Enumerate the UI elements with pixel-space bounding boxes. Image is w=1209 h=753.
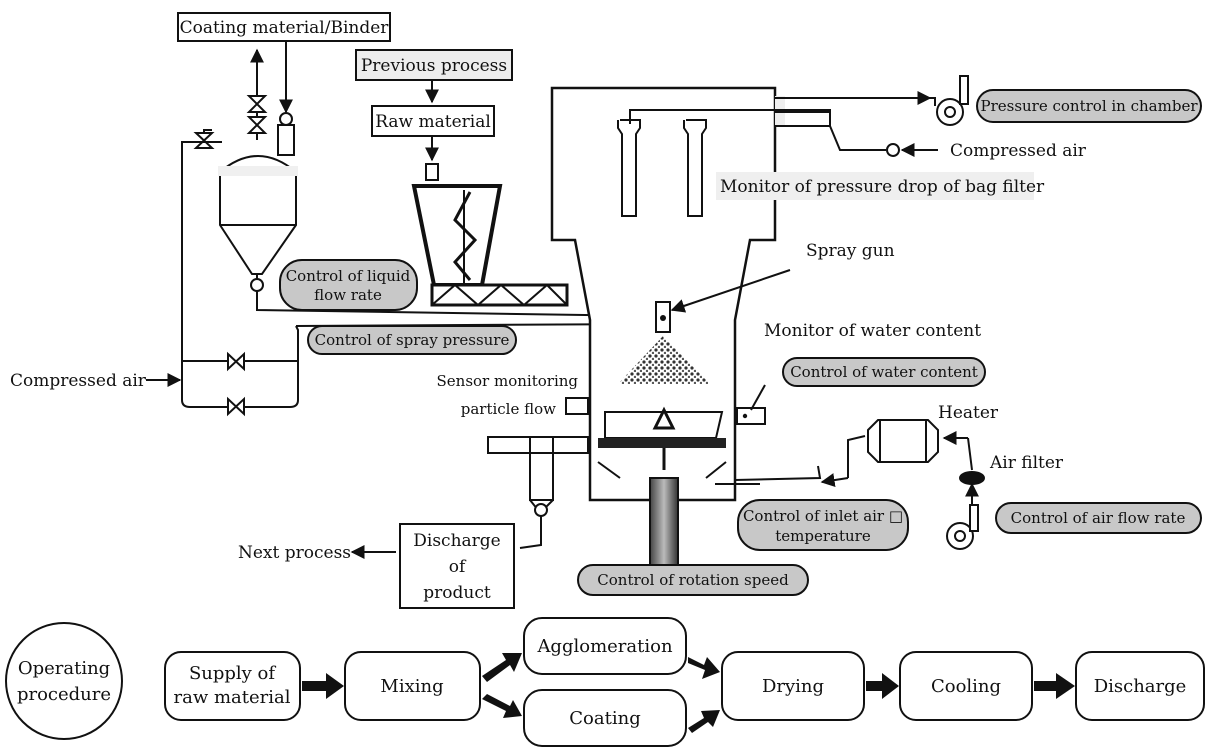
monitor-water-label: Monitor of water content bbox=[764, 321, 981, 341]
coating-tank bbox=[177, 12, 651, 317]
raw-material-hopper bbox=[355, 49, 569, 307]
step-supply-line2: raw material bbox=[174, 687, 291, 708]
coating-material-label: Coating material/Binder bbox=[180, 18, 390, 38]
pressure-control-text: Pressure control in chamber bbox=[980, 97, 1198, 115]
discharge-label-line1: Discharge bbox=[413, 531, 500, 551]
procedure-title-line1: Operating bbox=[18, 658, 110, 679]
liquid-flow-text-1: Control of liquid bbox=[286, 267, 411, 285]
procedure-title-line2: procedure bbox=[17, 684, 111, 705]
compressed-air-left-label: Compressed air bbox=[10, 371, 147, 391]
control-pills bbox=[279, 89, 1202, 596]
previous-process-label: Previous process bbox=[361, 56, 507, 76]
heater-label: Heater bbox=[938, 403, 999, 423]
inlet-air-text-1: Control of inlet air □ bbox=[743, 507, 903, 525]
step-coating bbox=[523, 689, 687, 747]
step-agglomeration bbox=[523, 617, 687, 675]
discharge-label-line3: product bbox=[423, 583, 491, 603]
rotation-speed-text: Control of rotation speed bbox=[597, 571, 789, 589]
sensor-label-line2: particle flow bbox=[461, 400, 556, 418]
procedure-circle bbox=[5, 622, 123, 740]
step-mixing bbox=[344, 651, 481, 721]
water-content-pill bbox=[782, 357, 986, 387]
step-cooling-label: Cooling bbox=[931, 676, 1001, 697]
compressed-air-right-label: Compressed air bbox=[950, 141, 1087, 161]
air-flow-text: Control of air flow rate bbox=[1011, 509, 1186, 527]
step-drying bbox=[721, 651, 865, 721]
coating-material-box bbox=[177, 12, 391, 42]
step-discharge-label: Discharge bbox=[1094, 676, 1187, 697]
monitor-bag-filter-label: Monitor of pressure drop of bag filter bbox=[720, 177, 1045, 197]
air-flow-pill bbox=[995, 502, 1202, 534]
step-mixing-label: Mixing bbox=[380, 676, 443, 697]
air-filter-label: Air filter bbox=[989, 453, 1064, 473]
spray-pressure-pill bbox=[307, 325, 517, 355]
previous-process-box bbox=[355, 49, 513, 81]
discharge-label-line2: of bbox=[449, 557, 467, 577]
step-supply bbox=[164, 651, 301, 721]
raw-material-label: Raw material bbox=[375, 112, 491, 132]
pressure-control-pill bbox=[976, 89, 1202, 123]
liquid-flow-text-2: flow rate bbox=[314, 286, 382, 304]
water-content-text: Control of water content bbox=[790, 363, 978, 381]
discharge-product-box bbox=[399, 523, 515, 609]
spray-pressure-text: Control of spray pressure bbox=[315, 331, 510, 349]
liquid-flow-pill bbox=[279, 259, 418, 311]
sensor-label-line1: Sensor monitoring bbox=[437, 372, 579, 390]
step-discharge bbox=[1075, 651, 1205, 721]
inlet-air-pill bbox=[737, 499, 909, 551]
operating-procedure bbox=[5, 617, 1205, 747]
step-agglomeration-label: Agglomeration bbox=[536, 636, 673, 657]
spray-gun-label: Spray gun bbox=[806, 241, 895, 261]
step-supply-line1: Supply of bbox=[189, 663, 276, 684]
step-drying-label: Drying bbox=[762, 676, 824, 697]
step-cooling bbox=[899, 651, 1033, 721]
next-process-label: Next process bbox=[238, 543, 351, 563]
inlet-air-text-2: temperature bbox=[775, 527, 871, 545]
procedure-arrows bbox=[302, 653, 1075, 733]
exhaust-fan bbox=[936, 75, 969, 126]
rotation-speed-pill bbox=[577, 564, 809, 596]
step-coating-label: Coating bbox=[569, 708, 640, 729]
heater-unit bbox=[867, 419, 985, 550]
raw-material-box bbox=[371, 105, 495, 137]
